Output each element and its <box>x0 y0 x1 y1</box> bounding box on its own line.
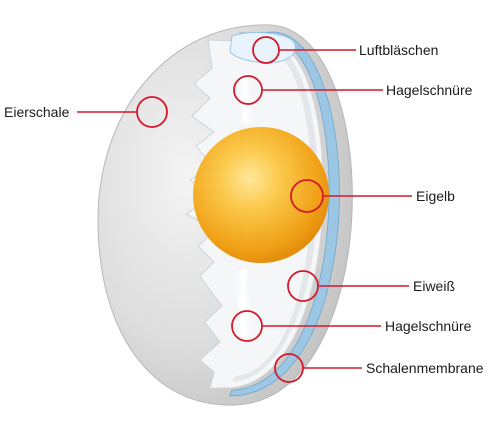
shell-membrane <box>229 31 340 397</box>
label-hagelschnuere-top: Hagelschnüre <box>386 82 473 98</box>
label-hagelschnuere-bottom: Hagelschnüre <box>385 318 472 334</box>
marker-luftblaeschen <box>252 36 280 64</box>
marker-eiweiss <box>287 270 319 302</box>
chalaza-top <box>236 74 254 124</box>
marker-eierschale <box>136 96 168 128</box>
marker-eigelb <box>290 179 324 213</box>
yolk <box>193 127 329 263</box>
label-schalenmembrane: Schalenmembrane <box>366 360 484 376</box>
marker-schalenmembrane <box>274 353 304 383</box>
marker-hagelschnuere-top <box>233 75 263 105</box>
label-eierschale: Eierschale <box>4 104 70 120</box>
marker-hagelschnuere-bottom <box>231 310 263 342</box>
label-eigelb: Eigelb <box>416 188 455 204</box>
label-luftblaeschen: Luftbläschen <box>359 42 439 58</box>
label-eiweiss: Eiweiß <box>413 278 456 294</box>
chalaza-bottom <box>233 270 254 338</box>
air-cell <box>229 32 296 63</box>
